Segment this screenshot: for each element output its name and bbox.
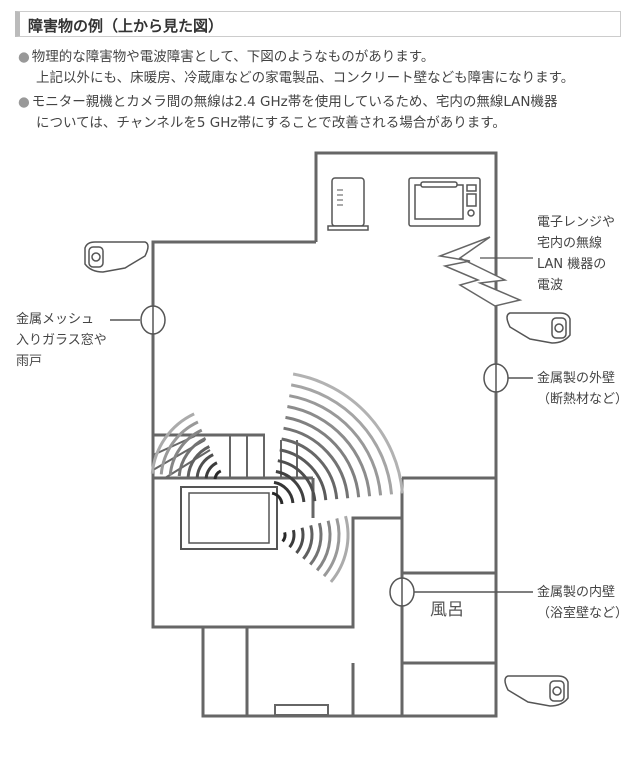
bullet-2-line-2: については、チャンネルを5 GHz帯にすることで改善される場合があります。 xyxy=(36,115,506,131)
wave-arc xyxy=(295,527,305,554)
wave-arc xyxy=(287,405,372,497)
camera-icon xyxy=(504,675,569,707)
wave-arc xyxy=(322,518,341,578)
bullet-text: モニター親機とカメラ間の無線は2.4 GHz帯を使用しているため、宅内の無線LA… xyxy=(31,94,558,110)
label-line: 入りガラス窓や xyxy=(16,333,107,348)
label-line: （断熱材など） xyxy=(537,392,629,407)
wave-arc xyxy=(289,394,383,496)
wave-arc xyxy=(281,437,339,500)
wave-arc xyxy=(271,491,284,505)
label-line: LAN 機器の xyxy=(537,257,607,272)
wave-arc xyxy=(292,372,404,494)
wave-arc xyxy=(279,448,328,501)
label-line: 宅内の無線 xyxy=(537,236,603,251)
wave-arc xyxy=(186,445,211,477)
bullet-1-line-2: 上記以外にも、床暖房、冷蔵庫などの家電製品、コンクリート壁なども障害になります。 xyxy=(36,70,575,86)
wave-arc xyxy=(288,529,296,549)
bullet-2-line-1: ●モニター親機とカメラ間の無線は2.4 GHz帯を使用しているため、宅内の無線L… xyxy=(18,90,558,110)
wave-arc xyxy=(285,415,361,498)
microwave-icon xyxy=(408,177,481,227)
router-icon xyxy=(327,177,369,231)
wave-arc xyxy=(177,436,207,477)
wave-arc xyxy=(281,532,287,543)
label-line: 電子レンジや xyxy=(537,215,616,230)
wave-arc xyxy=(195,453,214,478)
camera-icon xyxy=(84,241,149,273)
bullet-1-line-1: ●物理的な障害物や電波障害として、下図のようなものがあります。 xyxy=(18,45,434,65)
label-metal-outer-wall: 金属製の外壁 （断熱材など） xyxy=(537,368,628,410)
bullet-icon: ● xyxy=(18,94,30,110)
wave-arc xyxy=(309,522,323,566)
wave-arc xyxy=(150,412,195,474)
wave-arc xyxy=(159,420,199,475)
monitor-icon xyxy=(180,486,278,550)
wave-arc xyxy=(302,525,314,560)
wave-arc xyxy=(275,470,306,503)
label-line: 金属製の外壁 xyxy=(537,371,616,386)
walls xyxy=(151,151,498,718)
bullet-icon: ● xyxy=(18,49,30,65)
interference-lightning xyxy=(437,236,523,307)
wave-arc xyxy=(315,520,332,572)
wave-arc xyxy=(168,428,203,476)
wave-arc xyxy=(283,426,350,499)
label-metal-mesh-window: 金属メッシュ 入りガラス窓や 雨戸 xyxy=(16,309,107,372)
section-header: 障害物の例（上から見た図） xyxy=(15,11,621,37)
room-label-bath: 風呂 xyxy=(430,600,464,620)
wave-arc xyxy=(273,480,295,504)
wave-arc xyxy=(329,515,350,583)
label-line: （浴室壁など） xyxy=(537,606,629,621)
camera-icon xyxy=(506,312,571,344)
bullet-text: 物理的な障害物や電波障害として、下図のようなものがあります。 xyxy=(31,49,435,65)
label-metal-inner-wall: 金属製の内壁 （浴室壁など） xyxy=(537,582,628,624)
label-line: 金属製の内壁 xyxy=(537,585,616,600)
radio-waves xyxy=(150,372,404,583)
label-line: 電波 xyxy=(537,278,564,293)
wave-arc xyxy=(213,469,222,480)
label-line: 金属メッシュ xyxy=(16,312,95,327)
wave-arc xyxy=(277,459,317,502)
label-line: 雨戸 xyxy=(16,354,43,369)
wave-arc xyxy=(290,383,394,495)
label-microwave-interference: 電子レンジや 宅内の無線 LAN 機器の 電波 xyxy=(537,212,615,296)
section-title: 障害物の例（上から見た図） xyxy=(28,17,224,35)
wave-arc xyxy=(204,461,218,479)
